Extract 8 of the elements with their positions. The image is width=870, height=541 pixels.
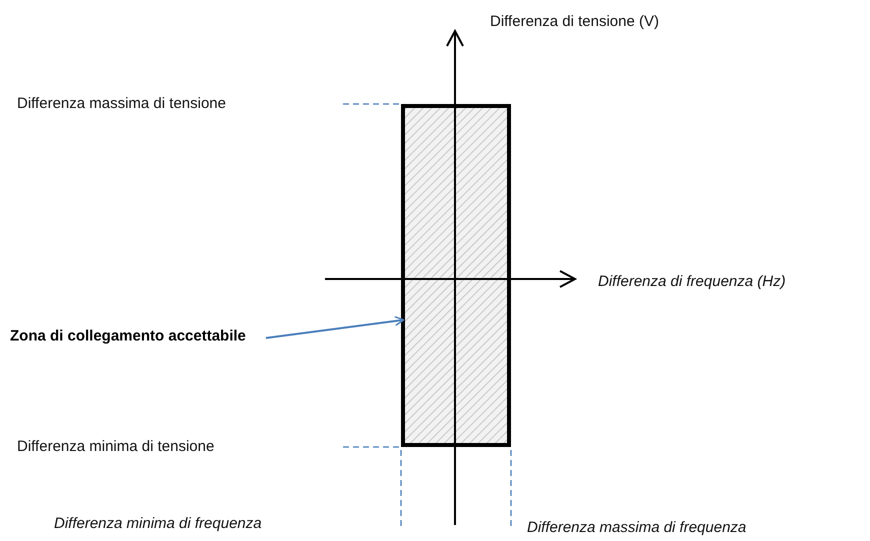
arrow [266,316,405,339]
limit-label: Differenza massima di frequenza [527,519,746,537]
limit-label: Differenza minima di tensione [17,438,214,456]
axis-label: Differenza di tensione (V) [490,13,659,31]
axis-label: Differenza di frequenza (Hz) [598,273,786,291]
limit-label: Differenza minima di frequenza [54,515,262,533]
zone-label: Zona di collegamento accettabile [10,328,246,344]
limit-label: Differenza massima di tensione [17,95,226,113]
